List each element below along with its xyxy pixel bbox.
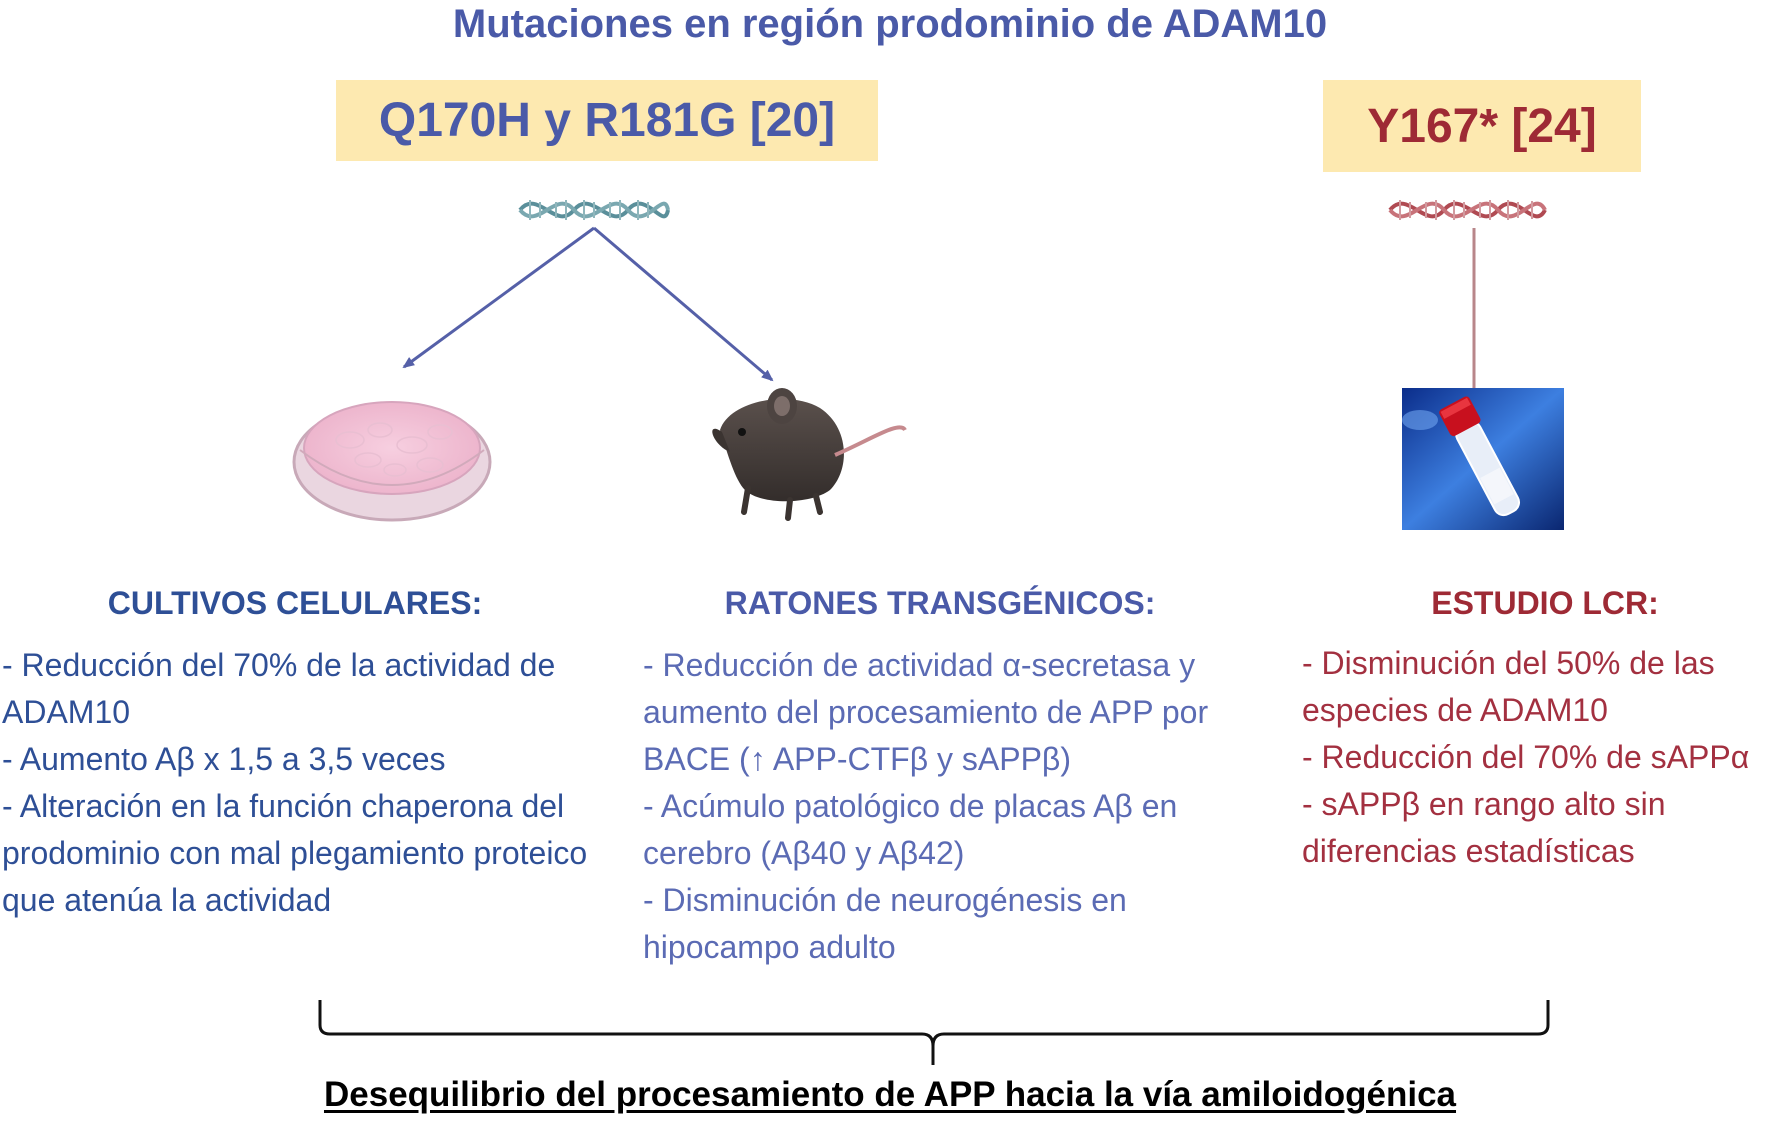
- list-item: - Disminución de neurogénesis en hipocam…: [643, 882, 1127, 965]
- csf-study-heading: ESTUDIO LCR:: [1431, 585, 1659, 621]
- dna-icon: [1388, 200, 1547, 220]
- cell-culture-findings: - Reducción del 70% de la actividad de A…: [2, 642, 602, 924]
- diagram-title: Mutaciones en región prodominio de ADAM1…: [452, 2, 1328, 46]
- conclusion-text: Desequilibrio del procesamiento de APP h…: [323, 1075, 1457, 1114]
- transgenic-mice-findings: - Reducción de actividad α-secretasa y a…: [643, 642, 1253, 971]
- summary-brace: [318, 1000, 1550, 1065]
- transgenic-mice-heading: RATONES TRANSGÉNICOS:: [724, 585, 1156, 621]
- list-item: - Aumento Aβ x 1,5 a 3,5 veces: [2, 741, 446, 777]
- list-item: - Disminución del 50% de las especies de…: [1302, 645, 1715, 728]
- arrow-to-mouse: [593, 226, 774, 382]
- petri-dish-icon: [292, 401, 492, 522]
- blood-test-tube-icon: [1402, 388, 1564, 530]
- cell-culture-heading: CULTIVOS CELULARES:: [107, 585, 483, 621]
- list-item: - Reducción del 70% de sAPPα: [1302, 739, 1750, 775]
- list-item: - Reducción del 70% de la actividad de A…: [2, 647, 556, 730]
- dna-icon: [518, 200, 670, 220]
- arrow-to-cell-culture: [402, 226, 595, 369]
- mouse-icon: [712, 388, 907, 521]
- list-item: - Acúmulo patológico de placas Aβ en cer…: [643, 788, 1178, 871]
- list-item: - sAPPβ en rango alto sin diferencias es…: [1302, 786, 1666, 869]
- right-mutation-label: Y167* [24]: [1323, 80, 1641, 172]
- list-item: - Alteración en la función chaperona del…: [2, 788, 588, 918]
- left-mutation-label: Q170H y R181G [20]: [336, 80, 878, 161]
- csf-study-findings: - Disminución del 50% de las especies de…: [1302, 640, 1776, 875]
- list-item: - Reducción de actividad α-secretasa y a…: [643, 647, 1209, 777]
